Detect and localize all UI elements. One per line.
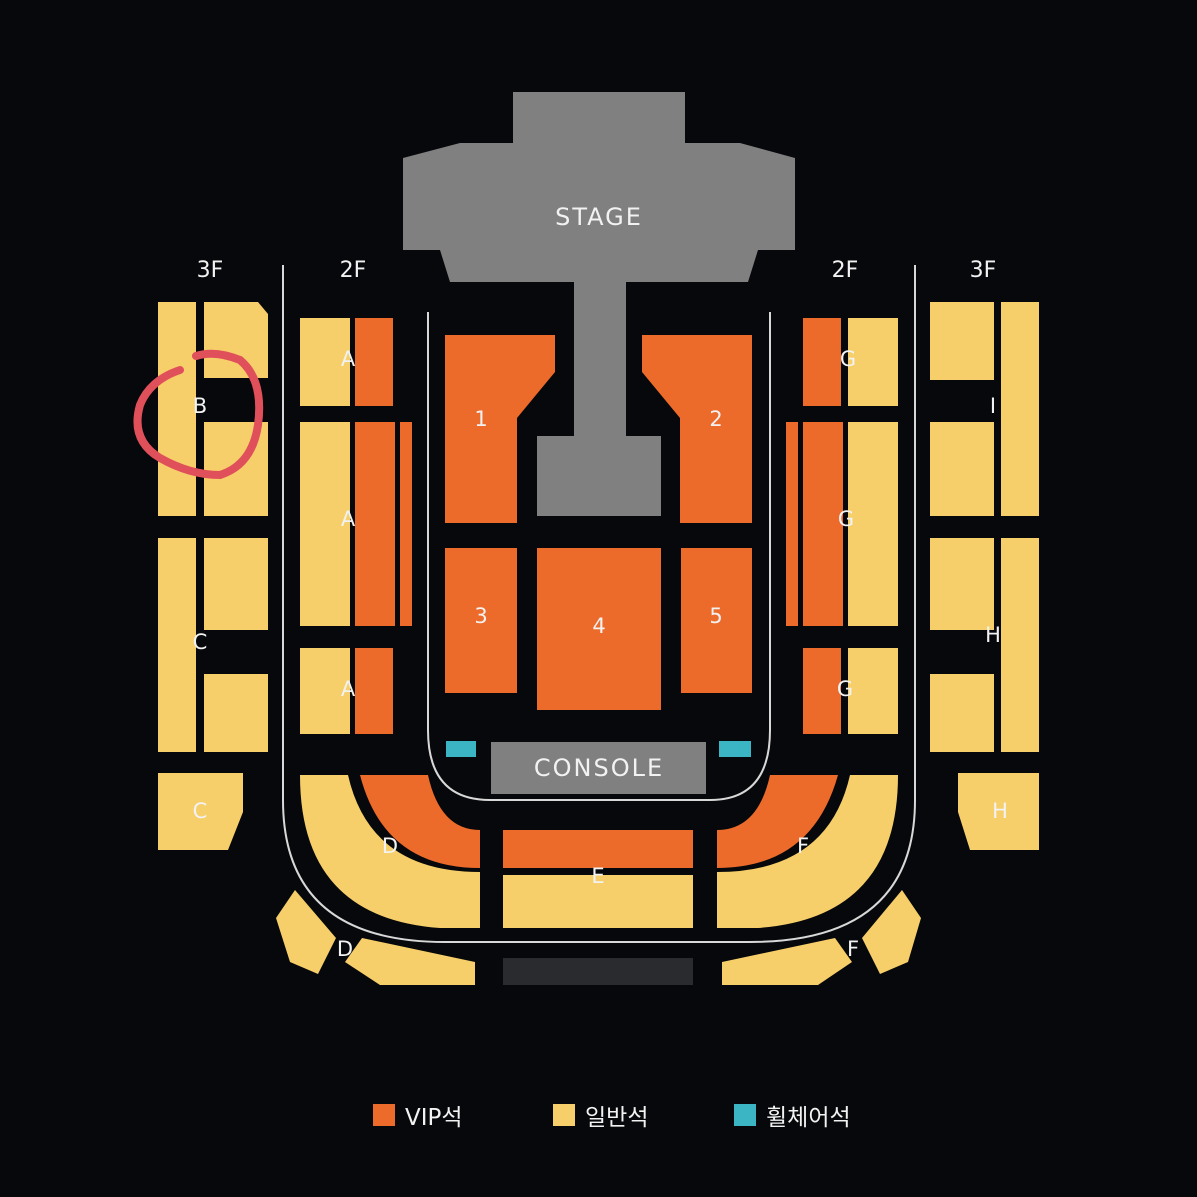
floor-divider-lines	[282, 265, 916, 943]
stage-label: STAGE	[555, 203, 643, 231]
section-d-label-1: D	[382, 834, 398, 858]
console	[491, 742, 706, 794]
section-b-label: B	[193, 394, 207, 418]
sections-g	[786, 318, 898, 734]
section-f-label-2: F	[847, 937, 859, 961]
section-3-label: 3	[474, 604, 487, 628]
stage	[403, 92, 795, 516]
section-5-label: 5	[709, 604, 722, 628]
sections-i-h	[930, 302, 1039, 850]
section-f-label-1: F	[797, 834, 809, 858]
section-h-label-2: H	[992, 799, 1008, 823]
section-e-label: E	[591, 864, 604, 888]
legend: VIP석 일반석 휠체어석	[0, 1098, 1197, 1134]
sections-b-c	[158, 302, 268, 850]
legend-item-vip: VIP석	[373, 1098, 463, 1132]
section-g-label-2: G	[838, 507, 854, 531]
legend-item-general: 일반석	[553, 1098, 648, 1132]
section-d-label-2: D	[337, 937, 353, 961]
section-i-label: I	[990, 394, 996, 418]
legend-swatch-general	[553, 1104, 575, 1126]
section-1[interactable]	[445, 335, 555, 523]
section-c-label-1: C	[193, 630, 208, 654]
section-5[interactable]	[681, 548, 752, 693]
sections-a	[300, 318, 412, 734]
section-1-label: 1	[474, 407, 487, 431]
legend-label-vip: VIP석	[405, 1105, 463, 1131]
wheelchair-seat-left[interactable]	[446, 741, 476, 757]
floor-label-3f-right: 3F	[970, 258, 997, 283]
legend-label-general: 일반석	[585, 1105, 649, 1131]
console-label: CONSOLE	[534, 754, 664, 782]
legend-label-wheelchair: 휠체어석	[766, 1105, 851, 1131]
section-2-label: 2	[709, 407, 722, 431]
floor-label-2f-right: 2F	[832, 258, 859, 283]
section-4-label: 4	[592, 614, 605, 638]
floor-label-2f-left: 2F	[340, 258, 367, 283]
section-g-label-3: G	[837, 677, 853, 701]
legend-swatch-vip	[373, 1104, 395, 1126]
section-3[interactable]	[445, 548, 517, 693]
annotation-circle	[133, 349, 264, 480]
section-4[interactable]	[537, 548, 661, 710]
sections-d-e-f	[276, 775, 921, 985]
section-h-label-1: H	[985, 623, 1001, 647]
legend-swatch-wheelchair	[734, 1104, 756, 1126]
section-a-label-1: A	[341, 347, 356, 371]
floor-label-3f-left: 3F	[197, 258, 224, 283]
section-2[interactable]	[642, 335, 752, 523]
wheelchair-seat-right[interactable]	[719, 741, 751, 757]
floor-sections	[445, 335, 752, 710]
section-c-label-2: C	[193, 799, 208, 823]
section-a-label-3: A	[341, 677, 356, 701]
section-g-label-1: G	[840, 347, 856, 371]
legend-item-wheelchair: 휠체어석	[734, 1098, 851, 1132]
section-a-label-2: A	[341, 507, 356, 531]
